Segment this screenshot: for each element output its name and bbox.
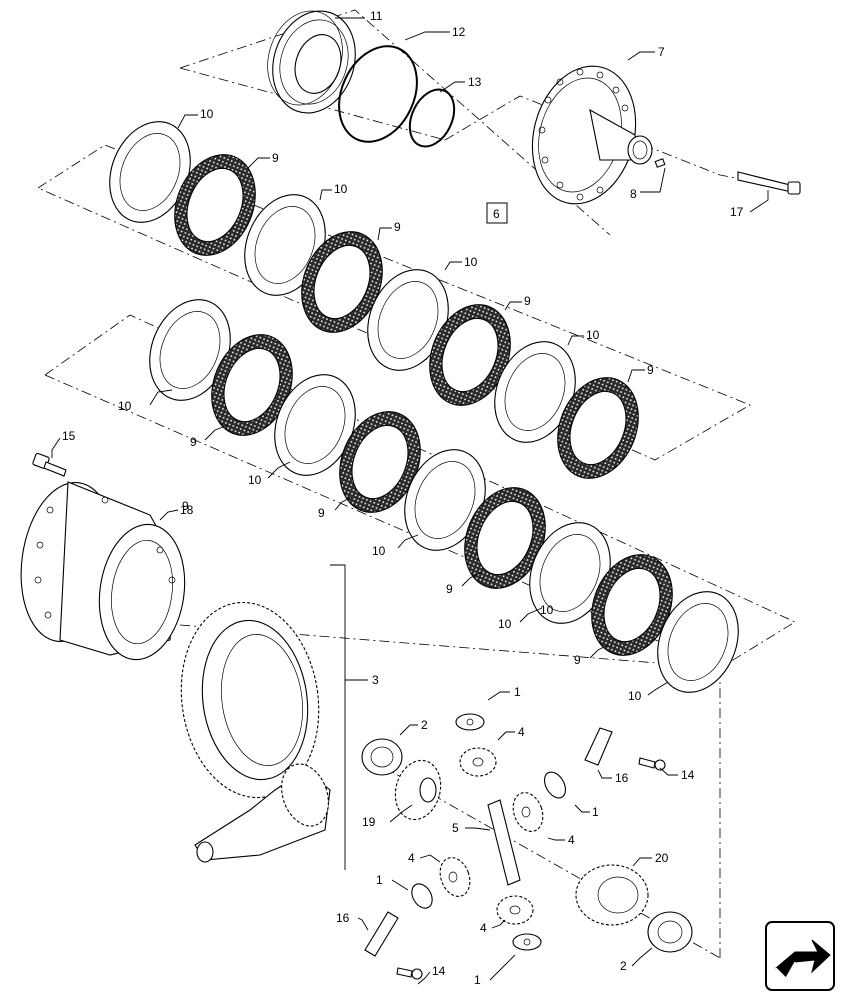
callout-4: 4 [568,833,575,847]
callout-13: 13 [468,75,482,89]
friction-disc-9 [557,377,639,479]
clutch-plate-pack [109,121,739,693]
callout-4: 4 [480,921,487,935]
callout-10: 10 [334,182,348,196]
callout-9: 9 [446,582,453,596]
callout-1: 1 [592,805,599,819]
callout-9: 9 [272,151,279,165]
callout-3: 3 [372,673,379,687]
friction-disc-9 [464,487,546,589]
next-page-arrow-icon [775,939,831,979]
separator-plate-10 [109,121,191,223]
callout-4: 4 [408,851,415,865]
callout-12: 12 [452,25,466,39]
callout-9: 9 [524,294,531,308]
callout-10: 10 [498,617,512,631]
callout-1: 1 [514,685,521,699]
callout-11: 11 [370,9,383,23]
callout-9: 9 [182,499,189,513]
hub-part-7 [531,65,653,205]
callout-15: 15 [62,429,76,443]
pinion-gear-part-4 [439,857,471,897]
pin-part-16 [364,911,399,957]
screw-part-14 [638,757,666,771]
callout-7: 7 [658,45,665,59]
callout-9: 9 [394,220,401,234]
callout-10: 10 [540,603,554,617]
thrust-washer-part-1 [512,933,542,951]
friction-disc-9 [174,154,256,256]
callout-20: 20 [655,851,669,865]
o-ring-part-12 [338,45,418,143]
callout-leaders [51,17,769,985]
friction-disc-9 [429,304,511,406]
thrust-washer-part-2 [647,911,693,953]
pinion-gear-part-4 [496,895,534,925]
friction-disc-9 [591,554,673,656]
callout-1: 1 [474,973,481,987]
callout-10: 10 [200,107,214,121]
callout-1: 1 [376,873,383,887]
callout-5: 5 [452,821,459,835]
callout-17: 17 [730,205,744,219]
callout-2: 2 [620,959,627,973]
callout-16: 16 [615,771,629,785]
thrust-washer-part-1 [411,883,433,909]
pinion-shaft [194,763,331,863]
callout-labels: 11 12 13 7 8 6 17 10 9 10 9 10 9 10 9 10… [62,9,744,987]
friction-disc-9 [339,411,421,513]
friction-disc-9 [301,231,383,333]
callout-16: 16 [336,911,350,925]
callout-9: 9 [574,653,581,667]
callout-10: 10 [628,689,642,703]
cross-shaft-part-5 [487,799,521,886]
separator-plate-10 [149,299,231,401]
piston-part-11 [267,10,356,114]
ring-gear-part-3 [180,601,320,799]
pinion-gear-part-4 [512,792,544,832]
pinion-gear-part-4 [459,747,497,777]
callout-10: 10 [118,399,132,413]
callout-14: 14 [432,964,446,978]
next-page-button[interactable] [765,921,835,991]
differential-case-part-18 [20,481,186,661]
callout-9: 9 [190,435,197,449]
callout-10: 10 [372,544,386,558]
callout-10: 10 [464,255,478,269]
locking-gear-part-20 [575,864,649,926]
bolt-part-17 [737,171,801,195]
o-ring-part-13 [408,88,456,148]
callout-14: 14 [681,768,695,782]
callout-6: 6 [493,207,500,221]
pin-part-8 [654,158,666,168]
separator-plate-10 [657,591,739,693]
thrust-washer-part-2 [361,738,403,776]
callout-10: 10 [248,473,262,487]
side-gear-part-19 [394,759,442,821]
bolt-part-15 [32,452,67,477]
callout-9: 9 [647,363,654,377]
callout-18: 18 [180,503,194,517]
friction-disc-9 [211,334,293,436]
pin-part-16 [584,727,613,766]
callout-6-box [486,202,508,224]
screw-part-14 [396,967,423,980]
thrust-washer-part-1 [455,713,485,731]
callout-9: 9 [318,506,325,520]
callout-4: 4 [518,725,525,739]
callout-2: 2 [421,718,428,732]
callout-10: 10 [586,328,600,342]
thrust-washer-part-1 [543,771,567,799]
callout-19: 19 [362,815,376,829]
callout-8: 8 [630,187,637,201]
